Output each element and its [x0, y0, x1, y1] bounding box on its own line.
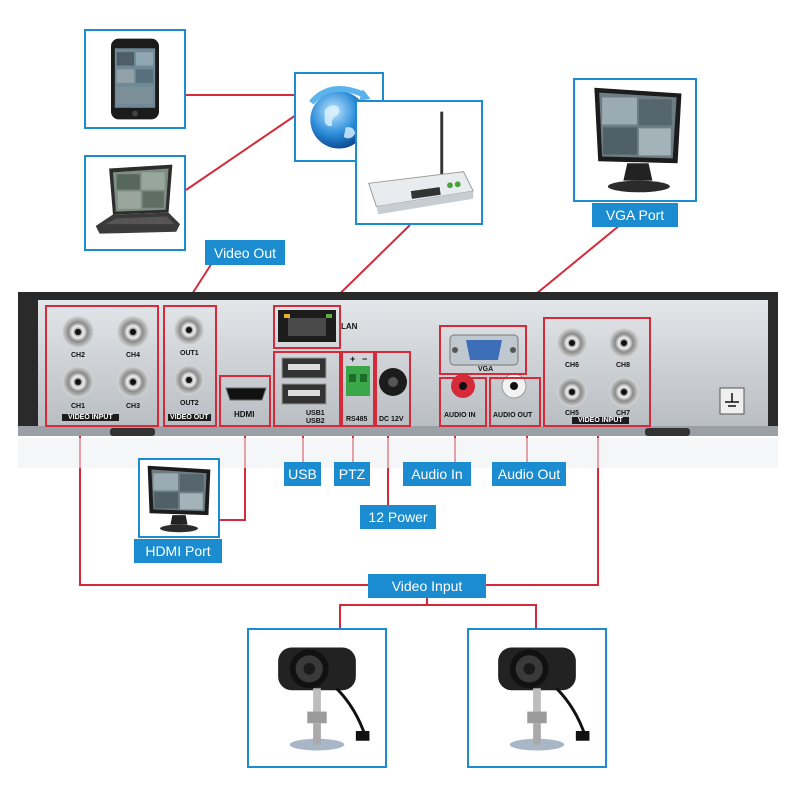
label-audio-in: AUDIO IN: [444, 412, 476, 419]
vga-monitor-frame: [573, 78, 697, 202]
label-ch1: CH1: [71, 403, 86, 410]
label-usb1: USB1: [306, 410, 325, 417]
label-ch3: CH3: [126, 403, 141, 410]
line-video-input-left: [79, 428, 368, 586]
hdmi-port-label: HDMI Port: [134, 539, 222, 563]
laptop-icon: [95, 164, 181, 234]
label-hdmi: HDMI: [234, 410, 255, 419]
label-lan: LAN: [341, 322, 358, 331]
label-ch7: CH7: [616, 410, 631, 417]
label-rs485: RS485: [346, 416, 368, 423]
label-ch8: CH8: [616, 362, 631, 369]
video-out-label: Video Out: [205, 240, 285, 265]
vga-port-label: VGA Port: [592, 203, 678, 227]
hdmi-monitor-frame: [138, 458, 220, 538]
label-plus: +: [350, 354, 356, 364]
wifi-router-icon: [368, 111, 474, 215]
ptz-label: PTZ: [334, 462, 370, 486]
smartphone-icon: [111, 38, 159, 120]
video-input-label: Video Input: [368, 574, 486, 598]
vga-monitor-icon: [594, 87, 682, 193]
label-out1: OUT1: [180, 350, 199, 357]
hdmi-monitor-icon: [147, 465, 211, 533]
power-label: 12 Power: [360, 505, 436, 529]
label-out2: OUT2: [180, 400, 199, 407]
laptop-frame: [84, 155, 186, 251]
camera-right-frame: [467, 628, 607, 768]
smartphone-frame: [84, 29, 186, 129]
camera-left-frame: [247, 628, 387, 768]
globe-icon: [309, 86, 371, 149]
label-ch4: CH4: [126, 352, 141, 359]
audio-out-label: Audio Out: [492, 462, 566, 486]
usb-label: USB: [284, 462, 321, 486]
line-laptop-globe: [185, 114, 297, 191]
label-video-input-right: VIDEO INPUT: [572, 417, 629, 424]
label-ch5: CH5: [565, 410, 580, 417]
label-audio-out: AUDIO OUT: [493, 412, 533, 419]
security-camera-icon: [278, 647, 370, 751]
line-video-input-right: [486, 428, 599, 586]
label-video-out: VIDEO OUT: [168, 414, 211, 421]
label-ch6: CH6: [565, 362, 580, 369]
line-camera-split: [339, 604, 537, 628]
security-camera-icon: [498, 647, 590, 751]
label-dc12v: DC 12V: [379, 416, 404, 423]
label-video-input-left: VIDEO INPUT: [62, 414, 119, 421]
label-minus: −: [362, 354, 368, 364]
label-ch2: CH2: [71, 352, 86, 359]
router-frame: [355, 100, 483, 225]
label-vga: VGA: [478, 366, 494, 373]
label-usb2: USB2: [306, 418, 325, 425]
audio-in-label: Audio In: [403, 462, 471, 486]
